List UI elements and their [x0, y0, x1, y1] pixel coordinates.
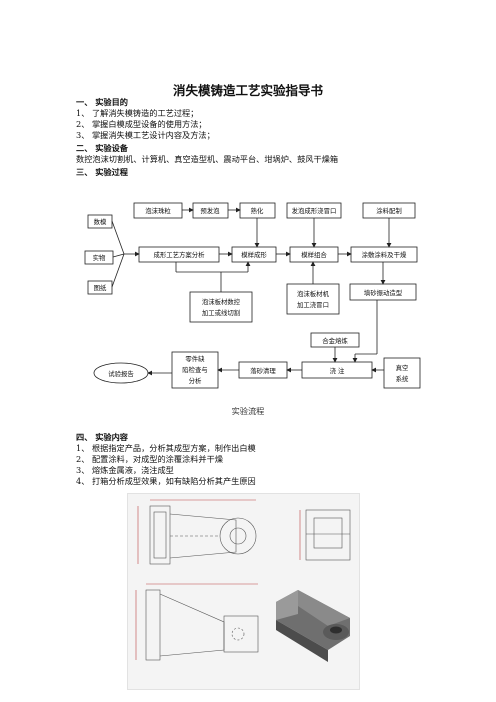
- flow-input-label: 数模: [94, 217, 107, 226]
- flow-node-label: 泡沫板材机: [297, 289, 330, 298]
- flow-node-label: 加工浇冒口: [297, 300, 329, 309]
- section-4-heading: 四、 实验内容: [76, 432, 128, 442]
- list-item: 4、 打箱分析成型效果，如有缺陷分析其产生原因: [76, 476, 256, 486]
- part-drawing-image: [127, 493, 360, 690]
- flow-input-label: 实物: [93, 253, 106, 262]
- flow-node-label: 泡沫板材数控: [202, 297, 241, 306]
- flow-node-label: 成形工艺方案分析: [153, 250, 205, 259]
- flow-node-label: 真空: [396, 363, 409, 372]
- flow-node-label: 合金熔炼: [322, 336, 348, 345]
- list-item: 1、 根据指定产品，分析其成型方案，制作出白模: [76, 443, 256, 453]
- part-drawing: [135, 499, 351, 662]
- flow-node-label: 涂敷涂料及干燥: [362, 250, 407, 259]
- page-title: 消失模铸造工艺实验指导书: [172, 83, 323, 98]
- list-item: 3、 掌握消失模工艺设计内容及方法；: [76, 130, 215, 140]
- flow-node-label: 涂料配制: [376, 206, 402, 215]
- flow-node-label: 泡沫珠粒: [145, 206, 171, 215]
- flow-node-label: 加工或线切割: [202, 308, 240, 317]
- figure-caption: 实验流程: [231, 406, 265, 416]
- section-3-heading: 三、 实验过程: [76, 167, 128, 177]
- list-item: 1、 了解消失模铸造的工艺过程；: [76, 108, 199, 118]
- list-item: 2、 掌握白模成型设备的使用方法；: [76, 119, 207, 129]
- section-1-heading: 一、 实验目的: [76, 97, 128, 107]
- flow-node-label: 分析: [189, 376, 202, 385]
- flow-node-label: 预发泡: [200, 206, 220, 215]
- flow-node-label: 熟化: [251, 206, 264, 215]
- equipment-text: 数控泡沫切割机、计算机、真空造型机、震动平台、坩埚炉、鼓风干燥箱: [76, 154, 339, 164]
- flow-node-label: 落砂清理: [250, 366, 276, 375]
- list-item: 3、 熔炼金属液，浇注成型: [76, 465, 174, 475]
- flow-node-label: 模样成形: [241, 250, 267, 259]
- flow-node-label: 填砂振动造型: [364, 288, 403, 297]
- flow-node-label: 发泡成形浇冒口: [292, 206, 337, 215]
- flow-node-label: 模样组合: [301, 250, 327, 259]
- flow-node-label: 试验报告: [108, 369, 134, 378]
- flow-node-label: 系统: [396, 374, 409, 383]
- flow-node-label: 零件缺: [185, 354, 205, 363]
- flow-node-label: 陷检查与: [182, 365, 208, 374]
- section-2-heading: 二、 实验设备: [76, 143, 128, 153]
- flow-node-label: 浇 注: [330, 366, 345, 375]
- list-item: 2、 配置涂料，对成型的涂覆涂料并干燥: [76, 454, 223, 464]
- flow-input-label: 图纸: [94, 283, 107, 292]
